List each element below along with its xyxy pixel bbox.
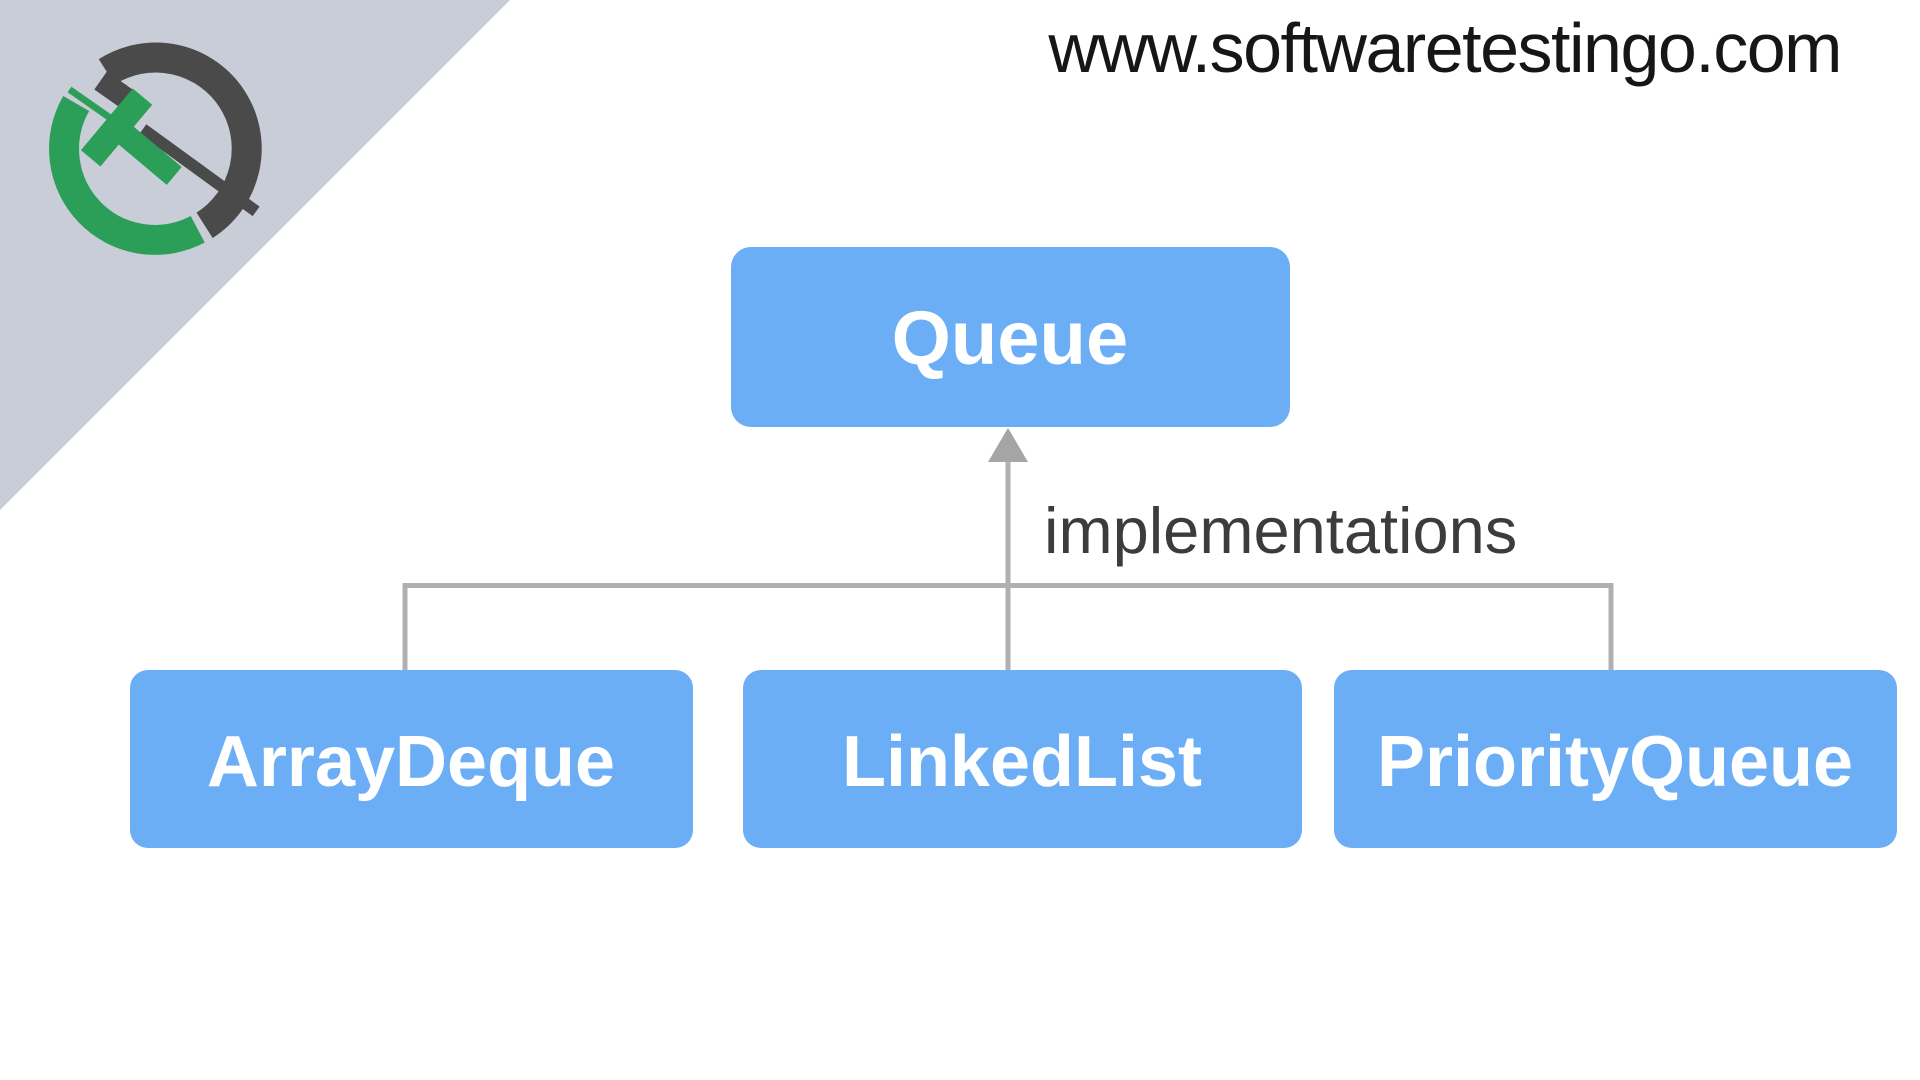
node-linkedlist-box [743, 670, 1302, 848]
logo-dark-slash [139, 124, 260, 217]
website-url: www.softwaretestingo.com [1047, 9, 1841, 87]
arrowhead-up-icon [988, 428, 1028, 462]
node-priorityqueue: PriorityQueue [1334, 670, 1897, 848]
node-priorityqueue-label: PriorityQueue [1377, 722, 1853, 802]
node-arraydeque-label: ArrayDeque [207, 722, 615, 802]
corner-triangle [0, 0, 510, 510]
logo-green-arc [49, 96, 205, 255]
node-linkedlist-label: LinkedList [842, 722, 1202, 802]
node-linkedlist: LinkedList [743, 670, 1302, 848]
node-queue-label: Queue [892, 296, 1129, 381]
node-arraydeque: ArrayDeque [130, 670, 693, 848]
node-priorityqueue-box [1334, 670, 1897, 848]
logo-t-stem [99, 110, 182, 185]
node-queue-box [731, 247, 1290, 427]
node-arraydeque-box [130, 670, 693, 848]
node-queue: Queue [731, 247, 1290, 427]
softwaretestingo-logo-icon [49, 42, 262, 255]
edge-label: implementations [1044, 494, 1517, 567]
